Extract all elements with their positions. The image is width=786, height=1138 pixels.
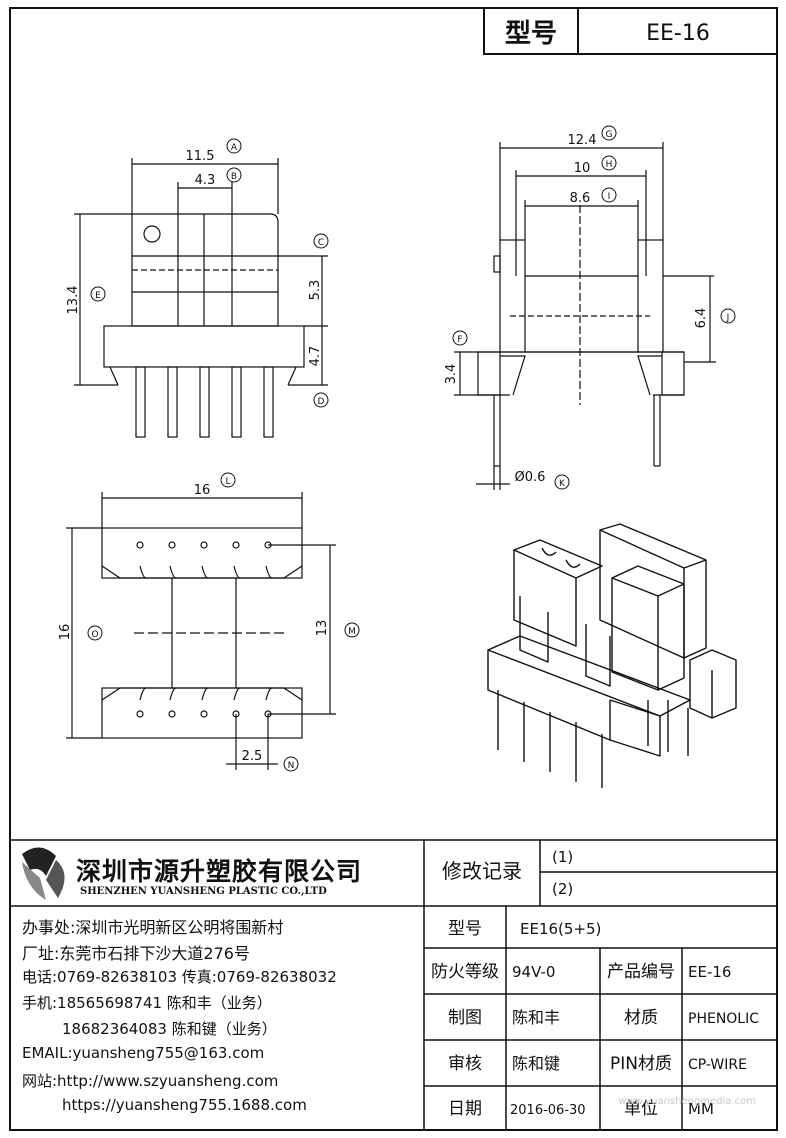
office-address: 办事处:深圳市光明新区公明将围新村 [22,918,284,937]
dim-h-value: 10 [574,161,591,176]
dim-g-value: 12.4 [568,133,597,148]
dim-g-tag: G [606,130,613,140]
factory-address: 厂址:东莞市石排下沙大道276号 [22,944,250,963]
dim-c-value: 5.3 [308,280,323,301]
phone-fax: 电话:0769-82638103 传真:0769-82638032 [22,968,337,986]
company-name-cn: 深圳市源升塑胶有限公司 [76,857,363,886]
dim-j-value: 6.4 [694,308,709,329]
material-label: 材质 [624,1008,658,1028]
bottom-view [66,492,336,770]
unit-value: MM [688,1100,714,1118]
date-value: 2016-06-30 [510,1103,586,1118]
dim-a-tag: A [231,143,238,153]
pin-material-value: CP-WIRE [688,1057,747,1073]
table-model-label: 型号 [448,919,482,939]
date-label: 日期 [448,1099,482,1119]
dim-n-value: 2.5 [242,749,263,764]
checked-by-value: 陈和键 [512,1054,560,1073]
dim-j-tag: J [726,313,730,323]
watermark: www.yuanshengmedia.com [618,1096,756,1107]
title-block [10,839,777,1130]
bottom-view-labels: 16 L 16 O 13 M 2.5 N [58,472,360,772]
dim-f-value: 3.4 [444,364,459,385]
dim-b-value: 4.3 [195,173,216,188]
mobile-2: 18682364083 陈和键（业务） [62,1020,277,1038]
drawn-by-value: 陈和丰 [512,1008,560,1027]
dim-n-tag: N [288,761,295,771]
dim-i-tag: I [608,192,611,202]
dim-e-value: 13.4 [66,286,81,315]
product-code-label: 产品编号 [607,962,675,982]
drawn-by-label: 制图 [448,1008,482,1028]
dim-e-tag: E [95,291,101,301]
dim-f-tag: F [457,335,462,345]
website-2[interactable]: https://yuansheng755.1688.com [62,1096,307,1114]
dim-o-tag: O [91,630,98,640]
fire-rating-label: 防火等级 [431,962,499,982]
material-value: PHENOLIC [688,1011,759,1027]
pin-material-label: PIN材质 [610,1054,672,1074]
side-view-labels: 12.4 G 10 H 8.6 I 6.4 J F 3.4 Ø0.6 K [444,125,736,490]
dim-d-tag: D [318,397,325,407]
dim-m-tag: M [348,627,356,637]
fire-rating-value: 94V-0 [512,963,555,981]
dim-l-value: 16 [194,483,211,498]
dim-h-tag: H [606,160,613,170]
isometric-view [487,523,737,788]
dim-o-value: 16 [58,624,73,641]
dim-k-tag: K [559,479,566,489]
dim-k-value: Ø0.6 [515,470,546,485]
unit-label: 单位 [624,1099,658,1119]
dim-i-value: 8.6 [570,191,591,206]
dim-m-value: 13 [315,620,330,637]
checked-by-label: 审核 [448,1054,482,1074]
dim-d-value: 4.7 [308,346,323,367]
dim-a-value: 11.5 [186,149,215,164]
model-box: 型号 EE-16 [483,7,778,55]
revision-1: (1) [552,848,573,866]
dim-l-tag: L [225,477,230,487]
company-name-en: SHENZHEN YUANSHENG PLASTIC CO.,LTD [80,886,327,897]
mobile-1: 手机:18565698741 陈和丰（业务） [22,994,272,1012]
front-view-labels: 11.5 A 4.3 B 13.4 E C 5.3 4.7 D [66,138,329,408]
dim-b-tag: B [231,172,237,182]
company-logo [22,847,65,900]
dim-c-tag: C [318,238,324,248]
website-1[interactable]: 网站:http://www.szyuansheng.com [22,1072,279,1090]
model-value: EE-16 [646,21,710,46]
model-label: 型号 [505,19,557,49]
front-view [74,158,328,438]
table-model-value: EE16(5+5) [520,920,601,938]
email-address[interactable]: EMAIL:yuansheng755@163.com [22,1044,265,1062]
title-table-text: 修改记录 (1) (2) 型号 EE16(5+5) 防火等级 94V-0 产品编… [431,848,759,1119]
revision-label: 修改记录 [442,859,522,883]
revision-2: (2) [552,880,573,898]
product-code-value: EE-16 [688,963,731,981]
sheet-border [9,7,778,1131]
side-view [454,142,716,490]
